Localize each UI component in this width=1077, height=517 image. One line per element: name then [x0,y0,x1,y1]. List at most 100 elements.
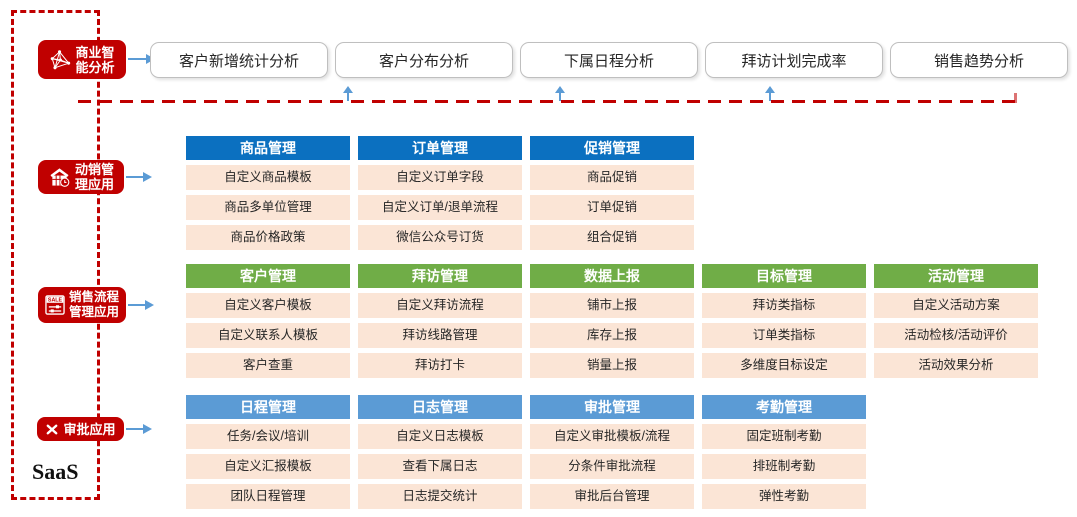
bi-box-row: 客户新增统计分析 客户分布分析 下属日程分析 拜访计划完成率 销售趋势分析 [150,42,1068,78]
label-line: 审批应用 [63,421,116,437]
approval-label: 审批应用 [37,417,124,441]
feature-cell: 活动检核/活动评价 [874,323,1038,348]
feature-cell: 自定义汇报模板 [186,454,350,479]
feature-cell: 任务/会议/培训 [186,424,350,449]
feature-cell: 拜访打卡 [358,353,522,378]
feature-cell: 商品多单位管理 [186,195,350,220]
right-arrow-icon [126,172,152,182]
feature-cell: 弹性考勤 [702,484,866,509]
merchandising-label: 动销管 理应用 [38,160,124,194]
feature-cell: 组合促销 [530,225,694,250]
feature-cell: 固定班制考勤 [702,424,866,449]
feature-cell: 铺市上报 [530,293,694,318]
feature-cell: 自定义审批模板/流程 [530,424,694,449]
column-activity-mgmt: 活动管理 自定义活动方案 活动检核/活动评价 活动效果分析 [874,264,1038,378]
feature-cell: 库存上报 [530,323,694,348]
right-arrow-icon [126,424,152,434]
feature-cell: 自定义订单字段 [358,165,522,190]
column-header: 审批管理 [530,395,694,419]
feature-cell: 商品价格政策 [186,225,350,250]
feature-cell: 排班制考勤 [702,454,866,479]
feature-cell: 自定义拜访流程 [358,293,522,318]
label-line: 管理应用 [68,305,119,319]
bi-separator-dashed-line [78,100,1016,103]
bi-analysis-label-text: 商业智 能分析 [75,45,114,75]
column-header: 客户管理 [186,264,350,288]
right-arrow-icon [128,300,154,310]
bi-box: 客户分布分析 [335,42,513,78]
feature-cell: 拜访类指标 [702,293,866,318]
label-line: 动销管 [74,162,114,177]
feature-cell: 自定义日志模板 [358,424,522,449]
bi-box: 销售趋势分析 [890,42,1068,78]
column-header: 订单管理 [358,136,522,160]
network-graph-icon [49,49,71,70]
saas-boundary-box [11,10,100,500]
section-sales-process: 客户管理 自定义客户模板 自定义联系人模板 客户查重 拜访管理 自定义拜访流程 … [186,264,1038,378]
feature-cell: 自定义商品模板 [186,165,350,190]
label-line: 销售流程 [68,290,119,304]
feature-cell: 拜访线路管理 [358,323,522,348]
feature-cell: 自定义活动方案 [874,293,1038,318]
column-attendance-mgmt: 考勤管理 固定班制考勤 排班制考勤 弹性考勤 [702,395,866,509]
column-customer-mgmt: 客户管理 自定义客户模板 自定义联系人模板 客户查重 [186,264,350,378]
sale-sliders-icon: SALE [45,295,65,315]
bi-analysis-label: 商业智 能分析 [38,40,126,79]
column-promotion-mgmt: 促销管理 商品促销 订单促销 组合促销 [530,136,694,250]
saas-label: SaaS [32,459,79,484]
feature-cell: 审批后台管理 [530,484,694,509]
merchandising-label-text: 动销管 理应用 [75,162,114,192]
column-approval-mgmt: 审批管理 自定义审批模板/流程 分条件审批流程 审批后台管理 [530,395,694,509]
column-visit-mgmt: 拜访管理 自定义拜访流程 拜访线路管理 拜访打卡 [358,264,522,378]
feature-cell: 微信公众号订货 [358,225,522,250]
column-header: 数据上报 [530,264,694,288]
label-line: 理应用 [74,177,114,192]
approval-label-text: 审批应用 [63,422,115,437]
column-header: 拜访管理 [358,264,522,288]
feature-cell: 自定义联系人模板 [186,323,350,348]
feature-cell: 订单促销 [530,195,694,220]
feature-cell: 多维度目标设定 [702,353,866,378]
store-clock-icon [48,167,71,187]
feature-cell: 查看下属日志 [358,454,522,479]
separator-end-tick [1014,93,1017,103]
feature-cell: 团队日程管理 [186,484,350,509]
column-order-mgmt: 订单管理 自定义订单字段 自定义订单/退单流程 微信公众号订货 [358,136,522,250]
column-header: 日志管理 [358,395,522,419]
column-journal-mgmt: 日志管理 自定义日志模板 查看下属日志 日志提交统计 [358,395,522,509]
right-arrow-icon [128,54,155,64]
crossed-tools-icon [45,423,59,436]
column-header: 活动管理 [874,264,1038,288]
feature-cell: 分条件审批流程 [530,454,694,479]
feature-cell: 日志提交统计 [358,484,522,509]
feature-cell: 商品促销 [530,165,694,190]
label-line: 能分析 [75,59,115,75]
column-product-mgmt: 商品管理 自定义商品模板 商品多单位管理 商品价格政策 [186,136,350,250]
feature-cell: 客户查重 [186,353,350,378]
column-header: 商品管理 [186,136,350,160]
column-header: 目标管理 [702,264,866,288]
bi-box: 客户新增统计分析 [150,42,328,78]
feature-cell: 销量上报 [530,353,694,378]
up-arrow-icon [343,86,353,101]
column-header: 考勤管理 [702,395,866,419]
up-arrow-icon [765,86,775,101]
sales-process-label: SALE 销售流程 管理应用 [38,287,126,323]
bi-box: 下属日程分析 [520,42,698,78]
up-arrow-icon [555,86,565,101]
column-header: 日程管理 [186,395,350,419]
bi-box: 拜访计划完成率 [705,42,883,78]
sales-process-label-text: 销售流程 管理应用 [69,290,119,320]
column-target-mgmt: 目标管理 拜访类指标 订单类指标 多维度目标设定 [702,264,866,378]
feature-cell: 订单类指标 [702,323,866,348]
column-data-report: 数据上报 铺市上报 库存上报 销量上报 [530,264,694,378]
svg-text:SALE: SALE [48,298,63,304]
section-merchandising: 商品管理 自定义商品模板 商品多单位管理 商品价格政策 订单管理 自定义订单字段… [186,136,694,250]
section-approval: 日程管理 任务/会议/培训 自定义汇报模板 团队日程管理 日志管理 自定义日志模… [186,395,866,509]
feature-cell: 自定义客户模板 [186,293,350,318]
label-line: 商业智 [75,44,115,60]
column-header: 促销管理 [530,136,694,160]
feature-cell: 自定义订单/退单流程 [358,195,522,220]
column-schedule-mgmt: 日程管理 任务/会议/培训 自定义汇报模板 团队日程管理 [186,395,350,509]
